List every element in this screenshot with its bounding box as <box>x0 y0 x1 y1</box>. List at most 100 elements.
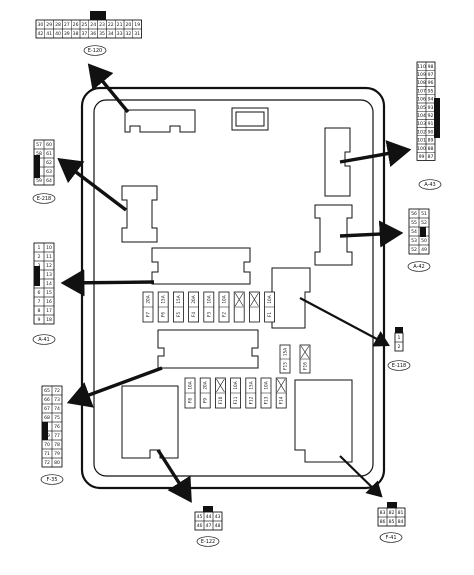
pin-number: 106 <box>417 97 426 103</box>
fuse-rating: 20A <box>203 381 208 389</box>
pin-number: 68 <box>44 415 50 421</box>
fuse-id: F9 <box>203 398 208 403</box>
pin-number: 65 <box>44 388 50 394</box>
pin-number: 80 <box>54 460 60 466</box>
right-socket-a43 <box>324 127 351 197</box>
pin-number: 92 <box>428 113 434 119</box>
pin-number: 85 <box>389 519 395 525</box>
fuse-id: F2 <box>222 312 227 317</box>
pin-number: 60 <box>46 142 52 148</box>
pin-number: 63 <box>46 169 52 175</box>
fuse-id: F12 <box>248 396 253 404</box>
pin-number: 79 <box>54 451 60 457</box>
pin-number: 70 <box>44 442 50 448</box>
pin-number: 24 <box>90 22 96 28</box>
fuse-rating: 15A <box>176 295 181 303</box>
pin-number: 99 <box>419 154 425 160</box>
fuse-slot: F16 <box>299 344 311 374</box>
center-socket-a41 <box>151 247 251 285</box>
pin-number: 10 <box>46 245 52 251</box>
connector-tag: A-42 <box>413 264 424 270</box>
pin-number: 87 <box>428 154 434 160</box>
pin-number: 8 <box>38 308 41 314</box>
pin-number: 34 <box>108 31 114 37</box>
connector-tag: E-122 <box>201 539 216 545</box>
connector-key <box>434 98 440 138</box>
arrow-e120 <box>87 63 130 114</box>
pin-cell <box>395 516 406 527</box>
connector-f35: 6572667367746875766977707871797280F-35 <box>40 385 64 485</box>
fuse-id: F3 <box>206 312 211 317</box>
pin-number: 31 <box>134 31 140 37</box>
pin-number: 77 <box>54 433 60 439</box>
connector-tag-oval <box>379 532 403 543</box>
pin-number: 40 <box>55 31 61 37</box>
empty-fuse-cross <box>216 378 225 393</box>
connector-key <box>420 227 426 237</box>
pin-number: 98 <box>428 64 434 70</box>
connector-tag-oval <box>387 360 411 371</box>
pin-number: 38 <box>73 31 79 37</box>
connector-tag-oval <box>40 474 64 485</box>
pin-number: 83 <box>380 510 386 516</box>
pin-number: 71 <box>44 451 50 457</box>
connector-key <box>395 327 403 333</box>
connector-e118: 12E-118 <box>387 327 411 371</box>
pin-number: 82 <box>389 510 395 516</box>
arrow-e122 <box>156 449 192 503</box>
top-right-socket <box>231 107 269 131</box>
fuse-id: F16 <box>303 362 308 370</box>
pin-number: 11 <box>46 254 52 260</box>
pin-number: 104 <box>417 113 426 119</box>
pin-number: 45 <box>197 514 203 520</box>
pin-number: 20 <box>125 22 131 28</box>
pin-number: 48 <box>215 523 221 529</box>
fuse-id: F8 <box>188 398 193 403</box>
pin-cell <box>418 244 430 255</box>
pin-number: 88 <box>428 146 434 152</box>
pin-number: 14 <box>46 281 52 287</box>
pin-number: 59 <box>36 178 42 184</box>
fuse-id: F5 <box>176 312 181 317</box>
pin-number: 2 <box>398 344 401 350</box>
arrow-e218 <box>57 157 128 212</box>
fuse-slot: 15A F12 <box>245 377 257 409</box>
pin-cell <box>51 457 63 468</box>
fuse-box-housing <box>80 86 386 490</box>
pin-number: 67 <box>44 406 50 412</box>
pin-number: 13 <box>46 272 52 278</box>
relay-socket-e118 <box>271 267 311 329</box>
connector-tag-oval <box>32 193 56 204</box>
lower-socket-f41 <box>294 379 353 463</box>
fuse-rating: 10A <box>267 295 272 303</box>
pin-number: 36 <box>90 31 96 37</box>
top-left-socket <box>124 109 196 133</box>
pin-number: 19 <box>134 22 140 28</box>
fuse-rating: 10A <box>188 381 193 389</box>
pin-number: 86 <box>380 519 386 525</box>
fuse-rating: 15A <box>248 381 253 389</box>
fuse-id: F6 <box>161 312 166 317</box>
pin-number: 16 <box>46 299 52 305</box>
fuse-rating: 10A <box>222 295 227 303</box>
pin-number: 90 <box>428 129 434 135</box>
pin-number: 33 <box>117 31 123 37</box>
pin-number: 100 <box>417 146 426 152</box>
pin-number: 49 <box>421 247 427 253</box>
connector-tag-oval <box>418 179 442 190</box>
arrow-e118 <box>299 297 390 347</box>
pin-number: 93 <box>428 105 434 111</box>
fuse-slot: 20A F9 <box>199 377 211 409</box>
fuse-rating: 10A <box>264 381 269 389</box>
connector-tag-oval <box>196 536 220 547</box>
pin-number: 52 <box>411 247 417 253</box>
connector-tag: F-41 <box>385 535 396 541</box>
